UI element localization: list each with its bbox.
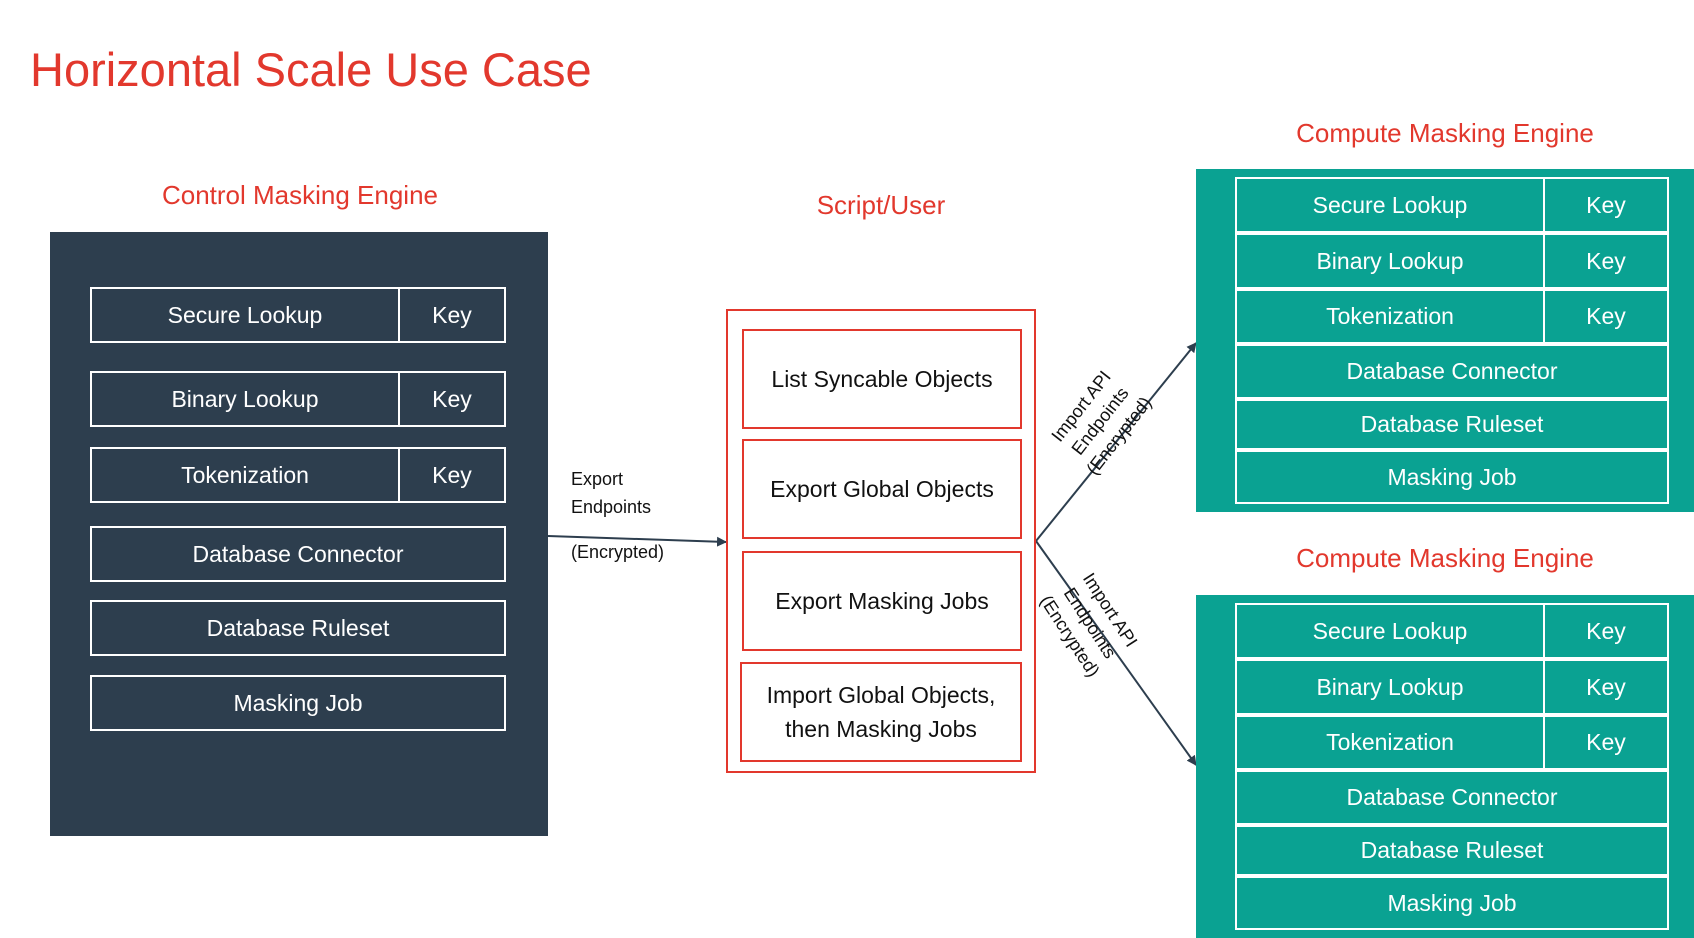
step-list-syncable-objects: List Syncable Objects bbox=[742, 329, 1022, 429]
export-edge-line1: Export bbox=[571, 469, 624, 489]
compute-row-key: Key bbox=[1543, 605, 1667, 657]
control-row-key: Key bbox=[398, 289, 504, 341]
export-edge-line2: Endpoints bbox=[571, 497, 652, 517]
compute-row-key: Key bbox=[1543, 661, 1667, 713]
compute-row-label: Database Ruleset bbox=[1360, 411, 1544, 437]
compute-row-database-ruleset: Database Ruleset bbox=[1235, 825, 1669, 876]
compute-engine-panel: Secure Lookup Key Binary Lookup Key Toke… bbox=[1196, 595, 1694, 938]
compute-row-tokenization: Tokenization Key bbox=[1235, 289, 1669, 344]
compute-row-key: Key bbox=[1543, 717, 1667, 768]
control-row-key: Key bbox=[398, 373, 504, 425]
control-row-binary-lookup: Binary Lookup Key bbox=[90, 371, 506, 427]
control-row-label: Secure Lookup bbox=[167, 301, 323, 328]
compute-row-binary-lookup: Binary Lookup Key bbox=[1235, 233, 1669, 289]
compute-row-label: Tokenization bbox=[1326, 303, 1454, 329]
script-user-heading: Script/User bbox=[816, 190, 946, 220]
step-text: Export Masking Jobs bbox=[775, 588, 989, 614]
compute-row-key: Key bbox=[1543, 179, 1667, 231]
step-text-line1: Import Global Objects, bbox=[766, 682, 996, 708]
compute-row-database-ruleset: Database Ruleset bbox=[1235, 399, 1669, 450]
import-arrow-bottom bbox=[1035, 540, 1197, 766]
control-row-label: Binary Lookup bbox=[171, 385, 319, 412]
compute-row-label: Database Connector bbox=[1346, 358, 1558, 384]
compute-row-label: Masking Job bbox=[1387, 889, 1517, 916]
control-row-database-connector: Database Connector bbox=[90, 526, 506, 582]
compute-row-tokenization: Tokenization Key bbox=[1235, 715, 1669, 770]
control-row-tokenization: Tokenization Key bbox=[90, 447, 506, 503]
step-text: List Syncable Objects bbox=[771, 366, 993, 392]
compute-row-secure-lookup: Secure Lookup Key bbox=[1235, 603, 1669, 659]
control-engine-panel: Secure Lookup Key Binary Lookup Key Toke… bbox=[50, 232, 548, 836]
compute-row-key: Key bbox=[1543, 291, 1667, 342]
compute-row-label: Secure Lookup bbox=[1312, 617, 1468, 644]
control-row-label: Tokenization bbox=[181, 461, 309, 488]
step-export-global-objects: Export Global Objects bbox=[742, 439, 1022, 539]
step-text-line2: then Masking Jobs bbox=[785, 716, 977, 742]
page-title: Horizontal Scale Use Case bbox=[30, 43, 592, 96]
compute-row-secure-lookup: Secure Lookup Key bbox=[1235, 177, 1669, 233]
compute-row-label: Database Connector bbox=[1346, 784, 1558, 810]
control-engine-heading: Control Masking Engine bbox=[161, 180, 439, 210]
control-row-label: Database Connector bbox=[192, 540, 404, 567]
compute-engine-heading: Compute Masking Engine bbox=[1296, 543, 1594, 573]
compute-row-masking-job: Masking Job bbox=[1235, 876, 1669, 930]
compute-engine-panel: Secure Lookup Key Binary Lookup Key Toke… bbox=[1196, 169, 1694, 512]
compute-row-label: Tokenization bbox=[1326, 729, 1454, 755]
step-import-global-objects: Import Global Objects, then Masking Jobs bbox=[740, 662, 1022, 762]
export-arrow bbox=[547, 535, 727, 547]
compute-row-label: Masking Job bbox=[1387, 463, 1517, 490]
compute-row-database-connector: Database Connector bbox=[1235, 344, 1669, 399]
compute-row-masking-job: Masking Job bbox=[1235, 450, 1669, 504]
compute-row-binary-lookup: Binary Lookup Key bbox=[1235, 659, 1669, 715]
compute-row-database-connector: Database Connector bbox=[1235, 770, 1669, 825]
compute-row-label: Binary Lookup bbox=[1316, 673, 1464, 700]
compute-engine-heading: Compute Masking Engine bbox=[1296, 118, 1594, 148]
control-row-database-ruleset: Database Ruleset bbox=[90, 600, 506, 656]
script-user-panel: List Syncable Objects Export Global Obje… bbox=[726, 309, 1036, 773]
control-row-label: Database Ruleset bbox=[206, 614, 390, 641]
export-edge-line3: (Encrypted) bbox=[571, 542, 665, 562]
import-arrow-top bbox=[1035, 342, 1197, 542]
step-export-masking-jobs: Export Masking Jobs bbox=[742, 551, 1022, 651]
compute-row-label: Database Ruleset bbox=[1360, 837, 1544, 863]
step-text: Export Global Objects bbox=[770, 476, 994, 502]
compute-row-label: Secure Lookup bbox=[1312, 191, 1468, 218]
export-edge-label: Export Endpoints (Encrypted) bbox=[571, 465, 664, 566]
control-row-label: Masking Job bbox=[233, 689, 363, 716]
control-row-masking-job: Masking Job bbox=[90, 675, 506, 731]
control-row-key: Key bbox=[398, 449, 504, 501]
compute-row-key: Key bbox=[1543, 235, 1667, 287]
control-row-secure-lookup: Secure Lookup Key bbox=[90, 287, 506, 343]
compute-row-label: Binary Lookup bbox=[1316, 247, 1464, 274]
